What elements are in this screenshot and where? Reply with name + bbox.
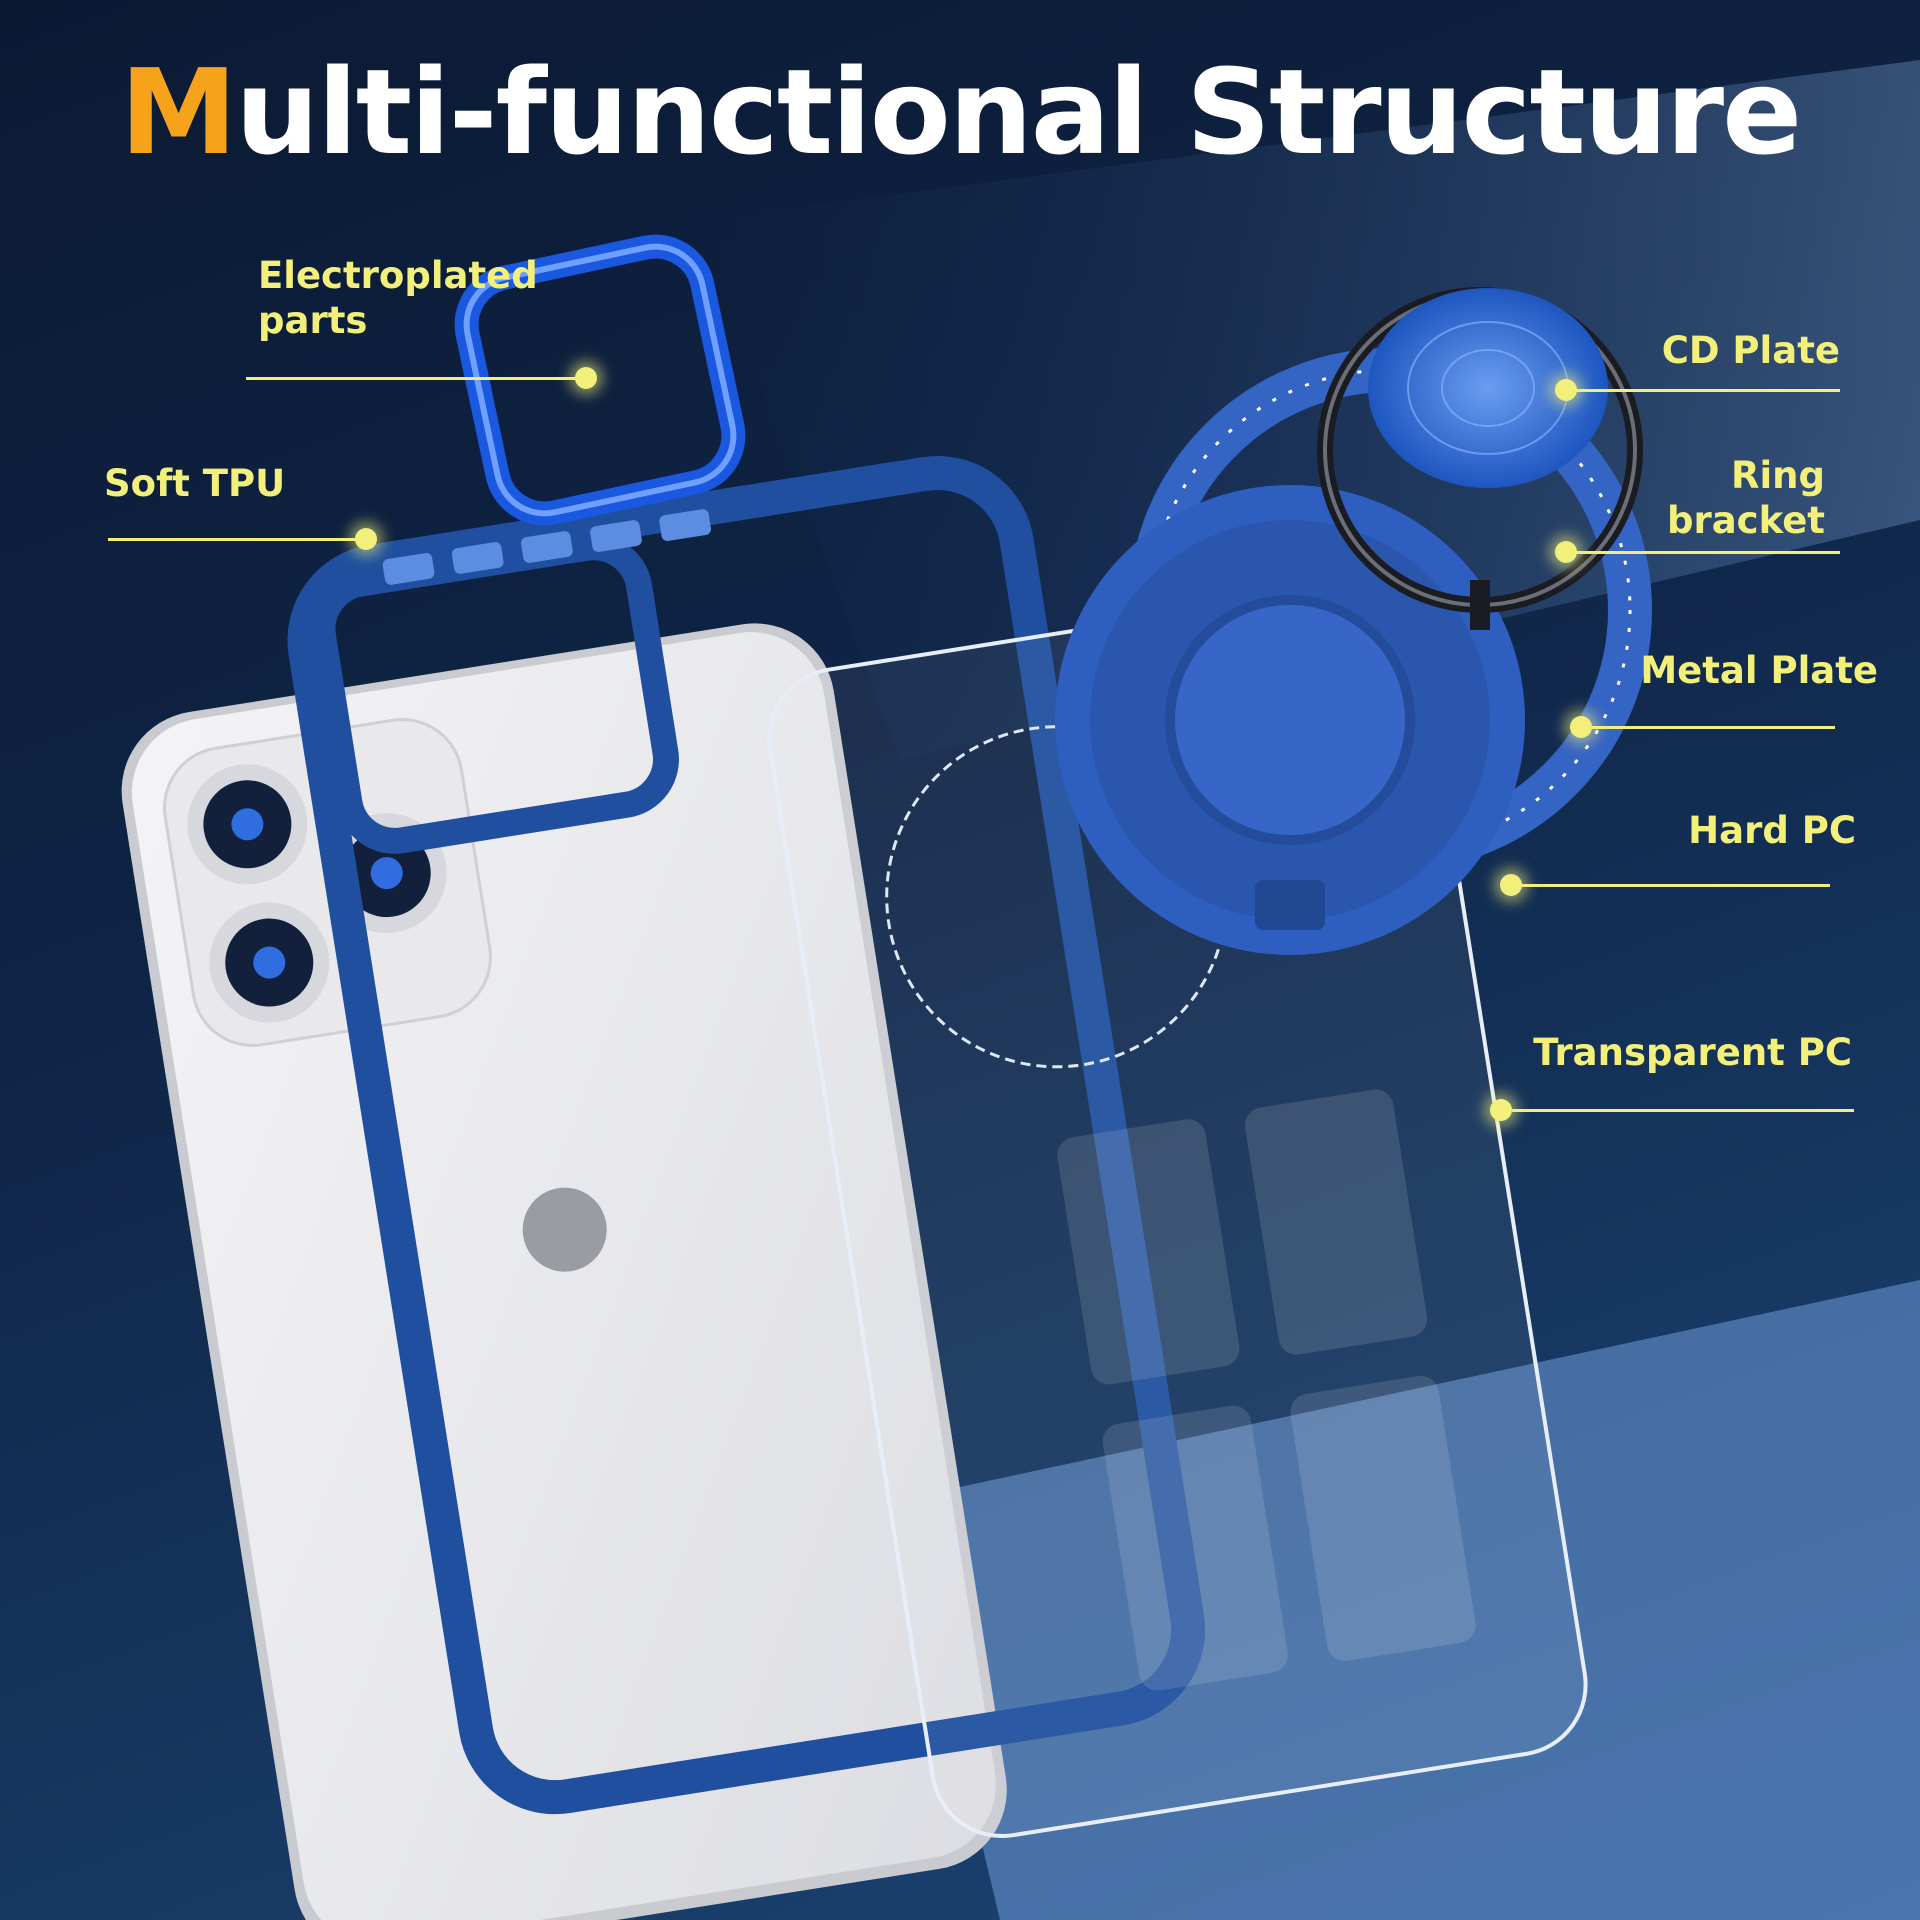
callout-dot-ring-bracket (1555, 541, 1577, 563)
callout-line-hard-pc (1522, 884, 1830, 887)
title-rest: ulti-functional Structure (235, 43, 1802, 181)
callout-line-ring-bracket (1566, 551, 1840, 554)
label-hard-pc: Hard PC (1688, 809, 1856, 852)
label-soft-tpu: Soft TPU (104, 462, 286, 505)
callout-dot-soft-tpu (355, 528, 377, 550)
callout-dot-cd-plate (1555, 379, 1577, 401)
page-title: Multi-functional Structure (0, 47, 1920, 178)
tpu-frame (287, 455, 1206, 1815)
callout-line-cd-plate (1566, 389, 1840, 392)
ring-bracket-base (1055, 485, 1525, 955)
callout-line-transparent-pc (1512, 1109, 1854, 1112)
callout-dot-transparent-pc (1490, 1099, 1512, 1121)
electroplated-camera-ring (454, 234, 746, 526)
label-cd-plate: CD Plate (1661, 329, 1840, 372)
callout-dot-hard-pc (1500, 874, 1522, 896)
callout-dot-electroplated (575, 367, 597, 389)
title-accent-letter: M (119, 43, 237, 181)
callout-dot-metal-plate (1570, 716, 1592, 738)
label-ring-bracket: Ring bracket (1666, 454, 1825, 543)
label-transparent-pc: Transparent PC (1533, 1031, 1852, 1074)
logo-mark (522, 1187, 607, 1272)
callout-line-metal-plate (1592, 726, 1835, 729)
callout-line-soft-tpu (108, 538, 376, 541)
label-electroplated-parts: Electroplated parts (258, 254, 538, 343)
light-beam-lower (900, 1280, 1920, 1920)
label-metal-plate: Metal Plate (1640, 649, 1878, 692)
callout-line-electroplated (246, 377, 586, 380)
